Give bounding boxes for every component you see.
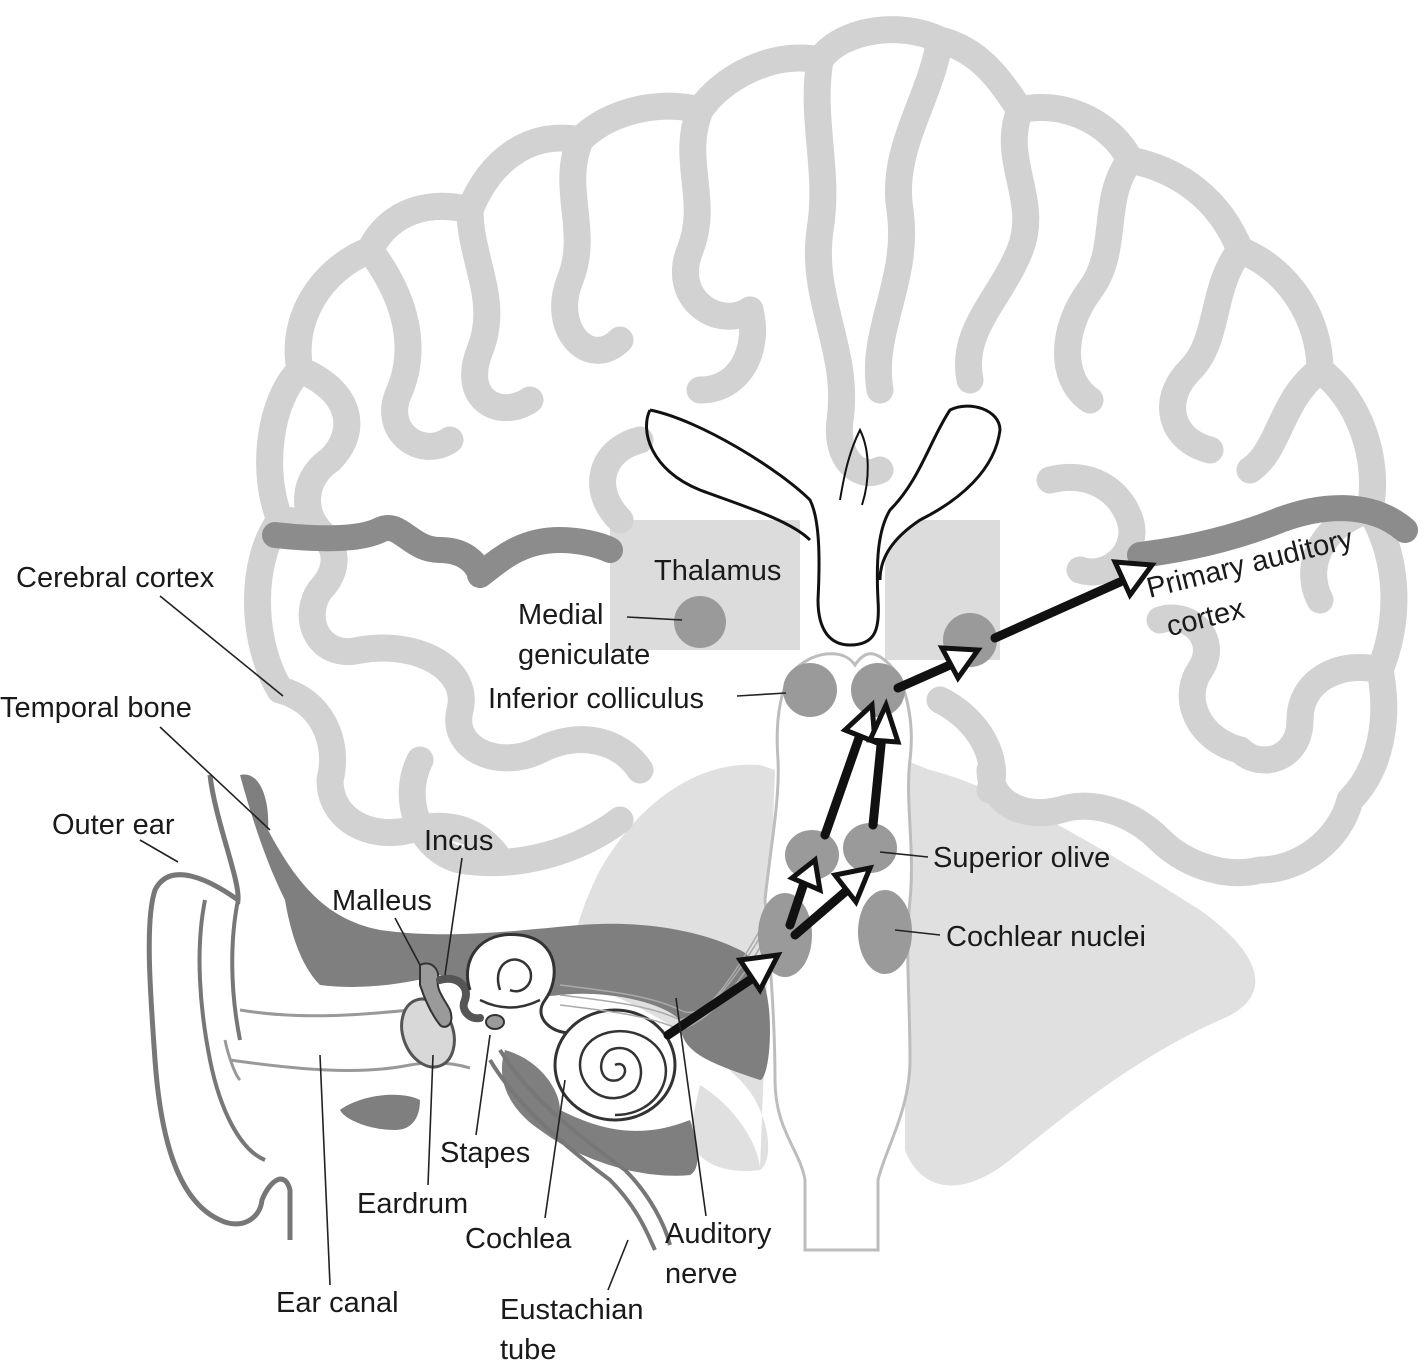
label-medial-geniculate-line1: Medial (518, 599, 603, 631)
inferior-colliculus-right (851, 663, 905, 717)
inner-ear (465, 909, 781, 1122)
label-eustachian-line2: tube (500, 1334, 556, 1366)
arrow-head (735, 951, 783, 995)
label-inferior-colliculus: Inferior colliculus (488, 683, 704, 715)
arrow-head (1110, 559, 1157, 600)
arrow-head (840, 699, 878, 746)
arrow-head (787, 855, 824, 895)
auditory-cortex-band (262, 495, 1418, 588)
label-eardrum: Eardrum (357, 1188, 468, 1220)
auditory-pathway-arrows (663, 559, 1157, 1040)
superior-olive-left (785, 830, 839, 880)
ventricles (645, 404, 1002, 647)
label-superior-olive: Superior olive (933, 842, 1110, 874)
label-malleus: Malleus (332, 885, 432, 917)
label-thalamus: Thalamus (654, 555, 781, 587)
middle-ear (400, 962, 505, 1069)
thalamus-shading (610, 520, 1000, 660)
temporal-bone (240, 774, 770, 1176)
cochlear-nuclei-right (858, 890, 912, 974)
label-auditory-nerve-line2: nerve (665, 1258, 738, 1290)
label-ear-canal: Ear canal (276, 1287, 399, 1319)
medial-geniculate-left (674, 596, 726, 648)
label-cerebral-cortex: Cerebral cortex (16, 562, 215, 594)
superior-olive-right (843, 823, 897, 873)
arrow-head (866, 698, 902, 745)
outer-ear-shape (146, 774, 471, 1240)
arrow-head (937, 645, 983, 683)
label-eustachian-line1: Eustachian (500, 1294, 644, 1326)
label-medial-geniculate-line2: geniculate (518, 639, 650, 671)
eustachian-tube (488, 1048, 672, 1251)
cerebral-cortex-gyri (244, 16, 1408, 887)
label-auditory-nerve-line1: Auditory (665, 1218, 772, 1250)
label-incus: Incus (424, 825, 493, 857)
label-stapes: Stapes (440, 1137, 530, 1169)
leader-lines (139, 595, 941, 1291)
inferior-colliculus-left (783, 663, 837, 717)
label-temporal-bone: Temporal bone (0, 692, 192, 724)
label-cochlear-nuclei: Cochlear nuclei (946, 921, 1146, 953)
label-cochlea: Cochlea (465, 1223, 572, 1255)
label-outer-ear: Outer ear (52, 809, 175, 841)
arrow-head (830, 864, 875, 907)
